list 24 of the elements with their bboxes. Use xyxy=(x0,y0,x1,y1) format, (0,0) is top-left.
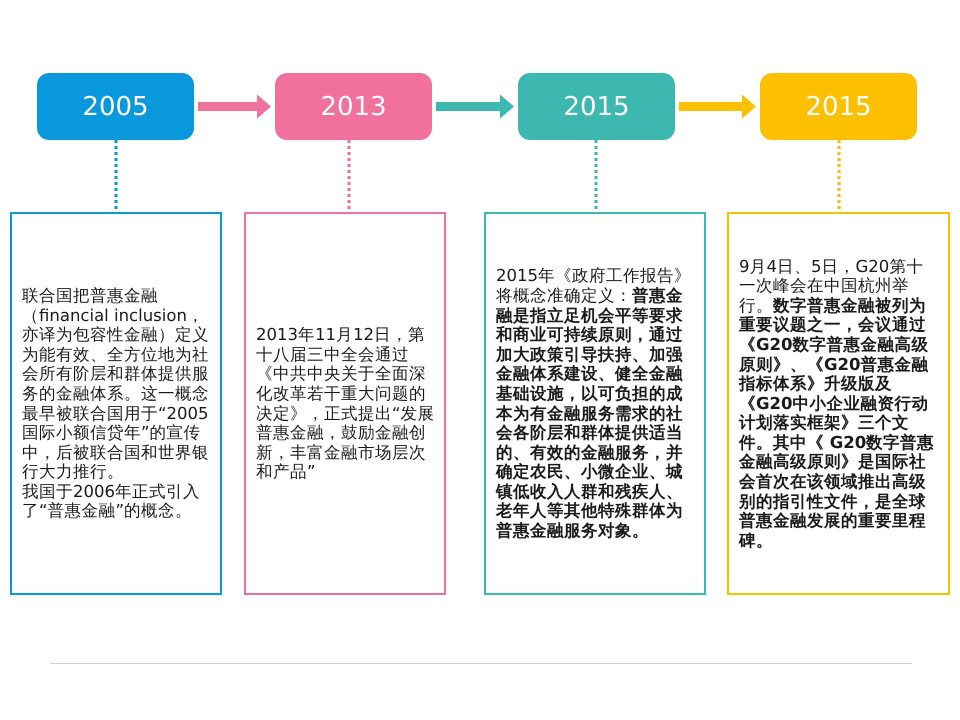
year-box xyxy=(760,73,917,140)
year-label: 2015 xyxy=(563,92,630,122)
year-box xyxy=(518,73,675,140)
dotted-line xyxy=(348,140,350,212)
description-text: 联合国把普惠金融（financial inclusion，亦译为包容性金融）定义为能有效、全方位地为社会所有阶层和群体提供服务的金融体系。这一概念最早被联合国用于“2005 国际小额信贷年”的宣传中，后被联合国和世界银行大力推行。 xyxy=(22,286,210,482)
description-text: 9月4日、5日，G20第十一次峰会在中国杭州举行。数字普惠金融被列为重要议题之一，会议通过《G20数字普惠金融高级原则》、《G20普惠金融指标体系》升级版及《G20中小企业融资行动计划落实框架》三个文件。其中《 G20数字普惠金融高级原则》是国际社会首次在该领域推出高级别的指引性文件，是全球普惠金融发展的重要里程碑。 xyxy=(739,256,936,550)
text-card xyxy=(244,212,446,595)
year-box xyxy=(37,73,194,140)
text-card xyxy=(727,212,950,595)
year-label: 2005 xyxy=(82,92,149,122)
description-text: 2013年11月12日，第十八届三中全会通过《中共中央关于全面深化改革若干重大问题的决定》，正式提出“发展普惠金融，鼓励金融创新，丰富金融市场层次和产品” xyxy=(256,325,435,482)
dotted-line xyxy=(594,140,598,212)
text-card xyxy=(484,212,706,595)
year-label: 2015 xyxy=(805,92,872,122)
dotted-line xyxy=(114,140,118,212)
description-text: 我国于2006年正式引入了“普惠金融”的概念。 xyxy=(22,482,201,522)
year-label: 2013 xyxy=(320,92,387,122)
arrow xyxy=(436,94,514,118)
year-box xyxy=(275,73,432,140)
arrow xyxy=(198,94,271,118)
text-card xyxy=(10,212,222,595)
description-text: 2015年《政府工作报告》将概念准确定义：普惠金融是指立足机会平等要求和商业可持续原则，通过加大政策引导扶持、加强金融体系建设、健全金融基础设施，以可负担的成本为有金融服务需求的社会各阶层和群体提供适当的、有效的金融服务，并确定农民、小微企业、城镇低收入人群和残疾人、老年人等其他特殊群体为普惠金融服务对象。 xyxy=(496,266,692,541)
dotted-line xyxy=(838,140,840,212)
arrow xyxy=(679,94,756,118)
